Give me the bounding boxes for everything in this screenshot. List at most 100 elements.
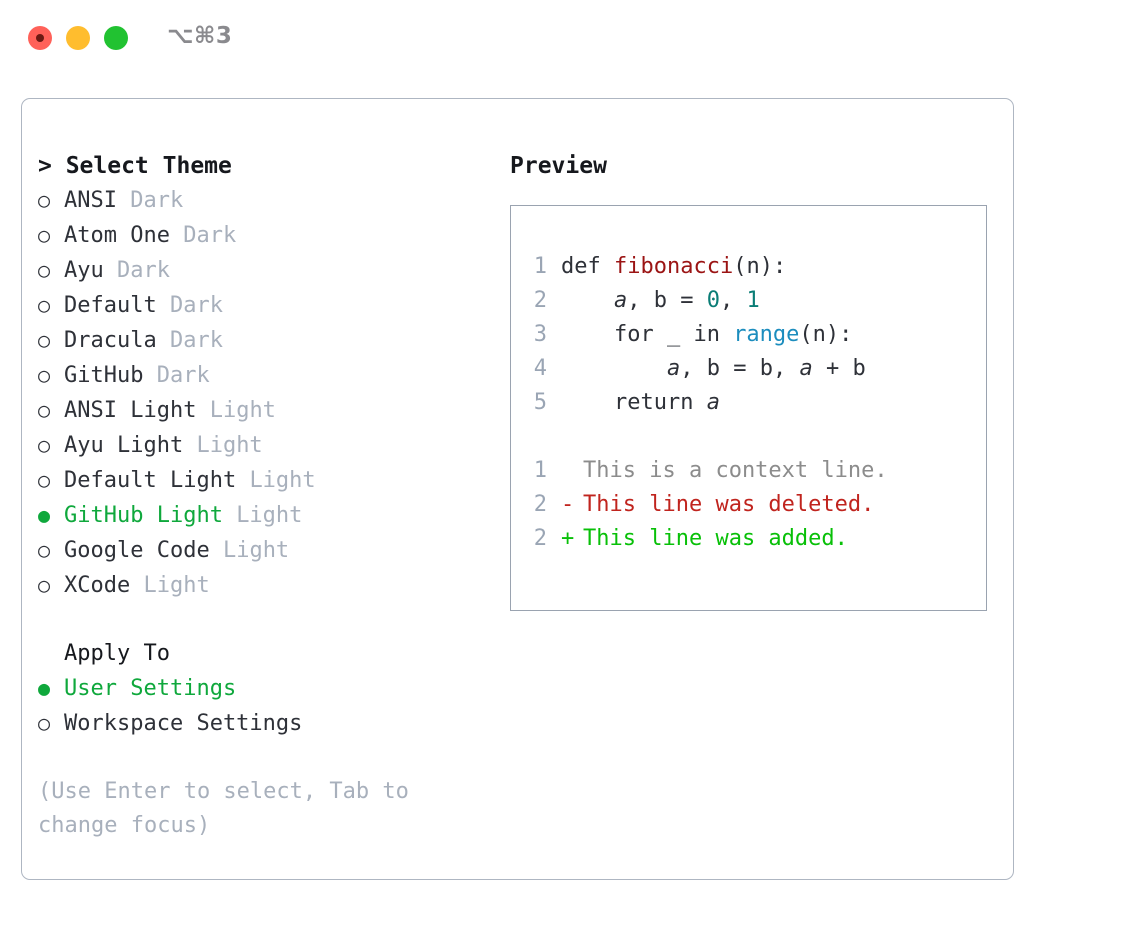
code-token: (n):: [733, 254, 787, 279]
diff-line-number: 2: [533, 526, 547, 551]
code-token: a: [666, 356, 681, 381]
theme-option-label: Ayu Light: [64, 433, 197, 458]
code-token: +: [812, 356, 853, 381]
radio-unselected-icon: ○: [38, 711, 51, 735]
maximize-window-icon[interactable]: [104, 26, 128, 50]
theme-option-label: Default Light: [64, 468, 250, 493]
content-panel: > Select Theme ○ANSI Dark○Atom One Dark○…: [21, 98, 1014, 880]
apply-to-option-user-settings[interactable]: ● User Settings: [38, 671, 492, 706]
theme-option-label: ANSI: [64, 188, 131, 213]
diff-line-number: 2: [533, 492, 547, 517]
theme-option-atom-one[interactable]: ○Atom One Dark: [38, 218, 492, 253]
theme-option-label: Google Code: [64, 538, 223, 563]
radio-unselected-icon: ○: [38, 328, 51, 352]
theme-option-label: Atom One: [64, 223, 184, 248]
theme-option-default[interactable]: ○ Default Dark: [38, 288, 492, 323]
code-line: 4 a, b = b, a + b: [531, 352, 986, 386]
code-line-text: a, b = b, a + b: [561, 352, 866, 386]
code-token: 0: [706, 288, 720, 313]
theme-option-xcode[interactable]: ○XCode Light: [38, 568, 492, 603]
close-window-icon[interactable]: [28, 26, 52, 50]
code-token: b: [852, 356, 866, 381]
traffic-light-group: [28, 26, 128, 50]
theme-option-label: ANSI Light: [64, 398, 210, 423]
code-token: a: [799, 356, 813, 381]
apply-to-heading: Apply To: [64, 641, 170, 666]
code-token: range: [733, 322, 800, 347]
diff-line-number: 1: [533, 458, 547, 483]
radio-unselected-icon: ○: [38, 363, 51, 387]
theme-option-ansi-light[interactable]: ○ ANSI Light Light: [38, 393, 492, 428]
theme-option-variant: Dark: [156, 363, 210, 388]
preview-title: Preview: [510, 153, 607, 179]
code-token: a: [706, 390, 720, 415]
theme-option-github-light[interactable]: ●GitHub Light Light: [38, 498, 492, 533]
diff-sample: 1 This is a context line.2-This line was…: [531, 454, 986, 556]
code-line-number: 4: [533, 356, 547, 381]
radio-unselected-icon: ○: [38, 258, 51, 282]
theme-option-label: XCode: [64, 573, 144, 598]
code-line: 5 return a: [531, 386, 986, 420]
radio-unselected-icon: ○: [38, 468, 51, 492]
theme-option-label: Default: [64, 293, 170, 318]
code-line-number: 1: [533, 254, 547, 279]
code-token: a: [613, 288, 628, 313]
theme-option-ayu[interactable]: ○Ayu Dark: [38, 253, 492, 288]
apply-to-option-label: Workspace Settings: [64, 711, 303, 736]
diff-line: 2-This line was deleted.: [531, 488, 986, 522]
theme-option-ayu-light[interactable]: ○Ayu Light Light: [38, 428, 492, 463]
hint-spacer: [38, 741, 492, 775]
apply-to-option-label: User Settings: [64, 676, 237, 701]
radio-unselected-icon: ○: [38, 573, 51, 597]
code-token: [561, 356, 667, 381]
theme-option-dracula[interactable]: ○Dracula Dark: [38, 323, 492, 358]
code-token: return: [561, 390, 707, 415]
code-token: b: [759, 356, 773, 381]
radio-unselected-icon: ○: [38, 538, 51, 562]
list-spacer: [38, 603, 492, 637]
theme-option-label: Dracula: [64, 328, 170, 353]
theme-option-variant: Light: [249, 468, 316, 493]
code-line-number: 2: [533, 288, 547, 313]
diff-marker: [561, 454, 583, 488]
code-line: 1 def fibonacci(n):: [531, 250, 986, 284]
theme-option-variant: Dark: [169, 293, 223, 318]
code-token: (n):: [799, 322, 853, 347]
code-token: fibonacci: [613, 254, 734, 279]
diff-line: 2+This line was added.: [531, 522, 986, 556]
diff-line-text: This line was deleted.: [583, 492, 875, 517]
title-bar: ⌥⌘3: [0, 0, 1140, 78]
theme-option-variant: Dark: [116, 258, 170, 283]
code-token: 1: [746, 288, 760, 313]
code-token: =: [666, 288, 707, 313]
theme-option-google-code[interactable]: ○ Google Code Light: [38, 533, 492, 568]
theme-list[interactable]: ○ANSI Dark○Atom One Dark○Ayu Dark○Defaul…: [38, 183, 492, 603]
code-line-number: 5: [533, 390, 547, 415]
diff-marker: -: [561, 492, 575, 517]
code-token: ,: [719, 288, 747, 313]
code-line-text: def fibonacci(n):: [561, 250, 786, 284]
code-token: ,: [772, 356, 800, 381]
code-token: for _ in: [561, 322, 734, 347]
theme-picker-column: > Select Theme ○ANSI Dark○Atom One Dark○…: [22, 99, 492, 879]
radio-unselected-icon: ○: [38, 223, 51, 247]
radio-unselected-icon: ○: [38, 293, 51, 317]
theme-option-variant: Light: [209, 398, 276, 423]
radio-unselected-icon: ○: [38, 398, 51, 422]
radio-selected-icon: ●: [38, 676, 51, 700]
apply-to-option-workspace-settings[interactable]: ○ Workspace Settings: [38, 706, 492, 741]
theme-option-default-light[interactable]: ○ Default Light Light: [38, 463, 492, 498]
apply-to-list[interactable]: ● User Settings ○ Workspace Settings: [38, 671, 492, 741]
theme-option-variant: Light: [222, 538, 290, 563]
code-line: 3 for _ in range(n):: [531, 318, 986, 352]
page-title: > Select Theme: [38, 153, 232, 179]
minimize-window-icon[interactable]: [66, 26, 90, 50]
theme-option-github[interactable]: ○GitHub Dark: [38, 358, 492, 393]
theme-option-ansi[interactable]: ○ANSI Dark: [38, 183, 492, 218]
theme-option-variant: Light: [196, 433, 263, 458]
code-line-text: for _ in range(n):: [561, 318, 852, 352]
code-token: ,: [627, 288, 654, 313]
code-token: def: [561, 254, 614, 279]
